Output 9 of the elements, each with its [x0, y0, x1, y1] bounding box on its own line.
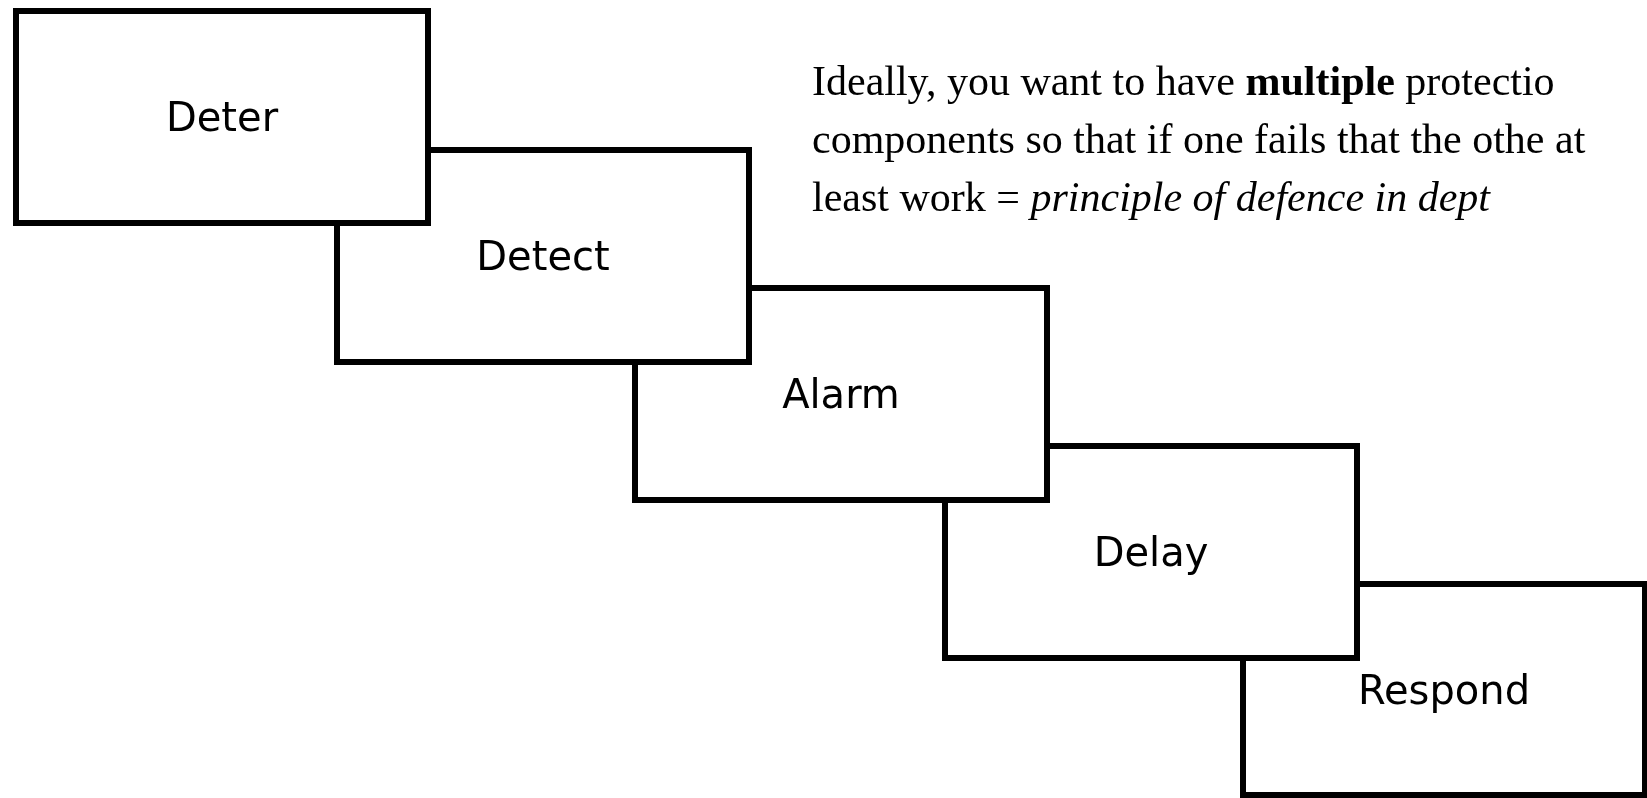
step-box: [334, 147, 752, 365]
step-box: [942, 443, 1360, 661]
step-label: Deter: [164, 94, 280, 140]
step-box: [13, 8, 431, 226]
step-label: Respond: [1356, 666, 1532, 713]
note-text: Ideally, you want to have multiple protectio components so that if one fails that the othe at least work = principle of defence in dept: [812, 57, 1587, 222]
step-label: Delay: [1092, 529, 1210, 575]
step-label: Detect: [475, 233, 611, 279]
step-label: Alarm: [781, 371, 901, 417]
